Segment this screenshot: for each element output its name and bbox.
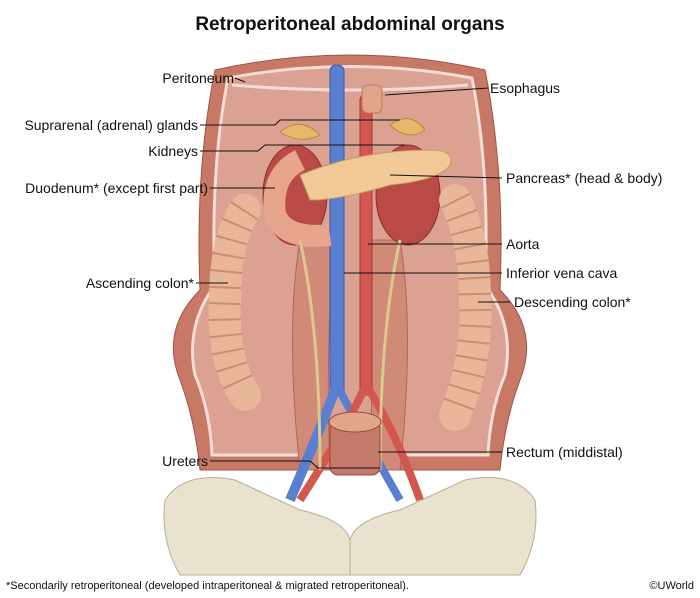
label-kidneys: Kidneys <box>148 143 198 159</box>
label-descending-colon: Descending colon* <box>514 294 631 310</box>
label-ascending-colon: Ascending colon* <box>85 275 194 291</box>
page-title: Retroperitoneal abdominal organs <box>195 14 505 35</box>
label-aorta: Aorta <box>506 236 540 252</box>
label-rectum: Rectum (middistal) <box>506 444 623 460</box>
copyright: ©UWorld <box>649 580 694 592</box>
label-pancreas: Pancreas* (head & body) <box>506 170 663 186</box>
label-peritoneum: Peritoneum <box>162 70 234 86</box>
label-duodenum: Duodenum* (except first part) <box>25 180 208 196</box>
label-ureters: Ureters <box>162 453 208 469</box>
label-suprarenal-glands: Suprarenal (adrenal) glands <box>24 117 198 133</box>
label-inferior-vena-cava: Inferior vena cava <box>506 265 618 281</box>
label-esophagus: Esophagus <box>490 80 561 96</box>
footnote: *Secondarily retroperitoneal (developed … <box>6 580 409 592</box>
